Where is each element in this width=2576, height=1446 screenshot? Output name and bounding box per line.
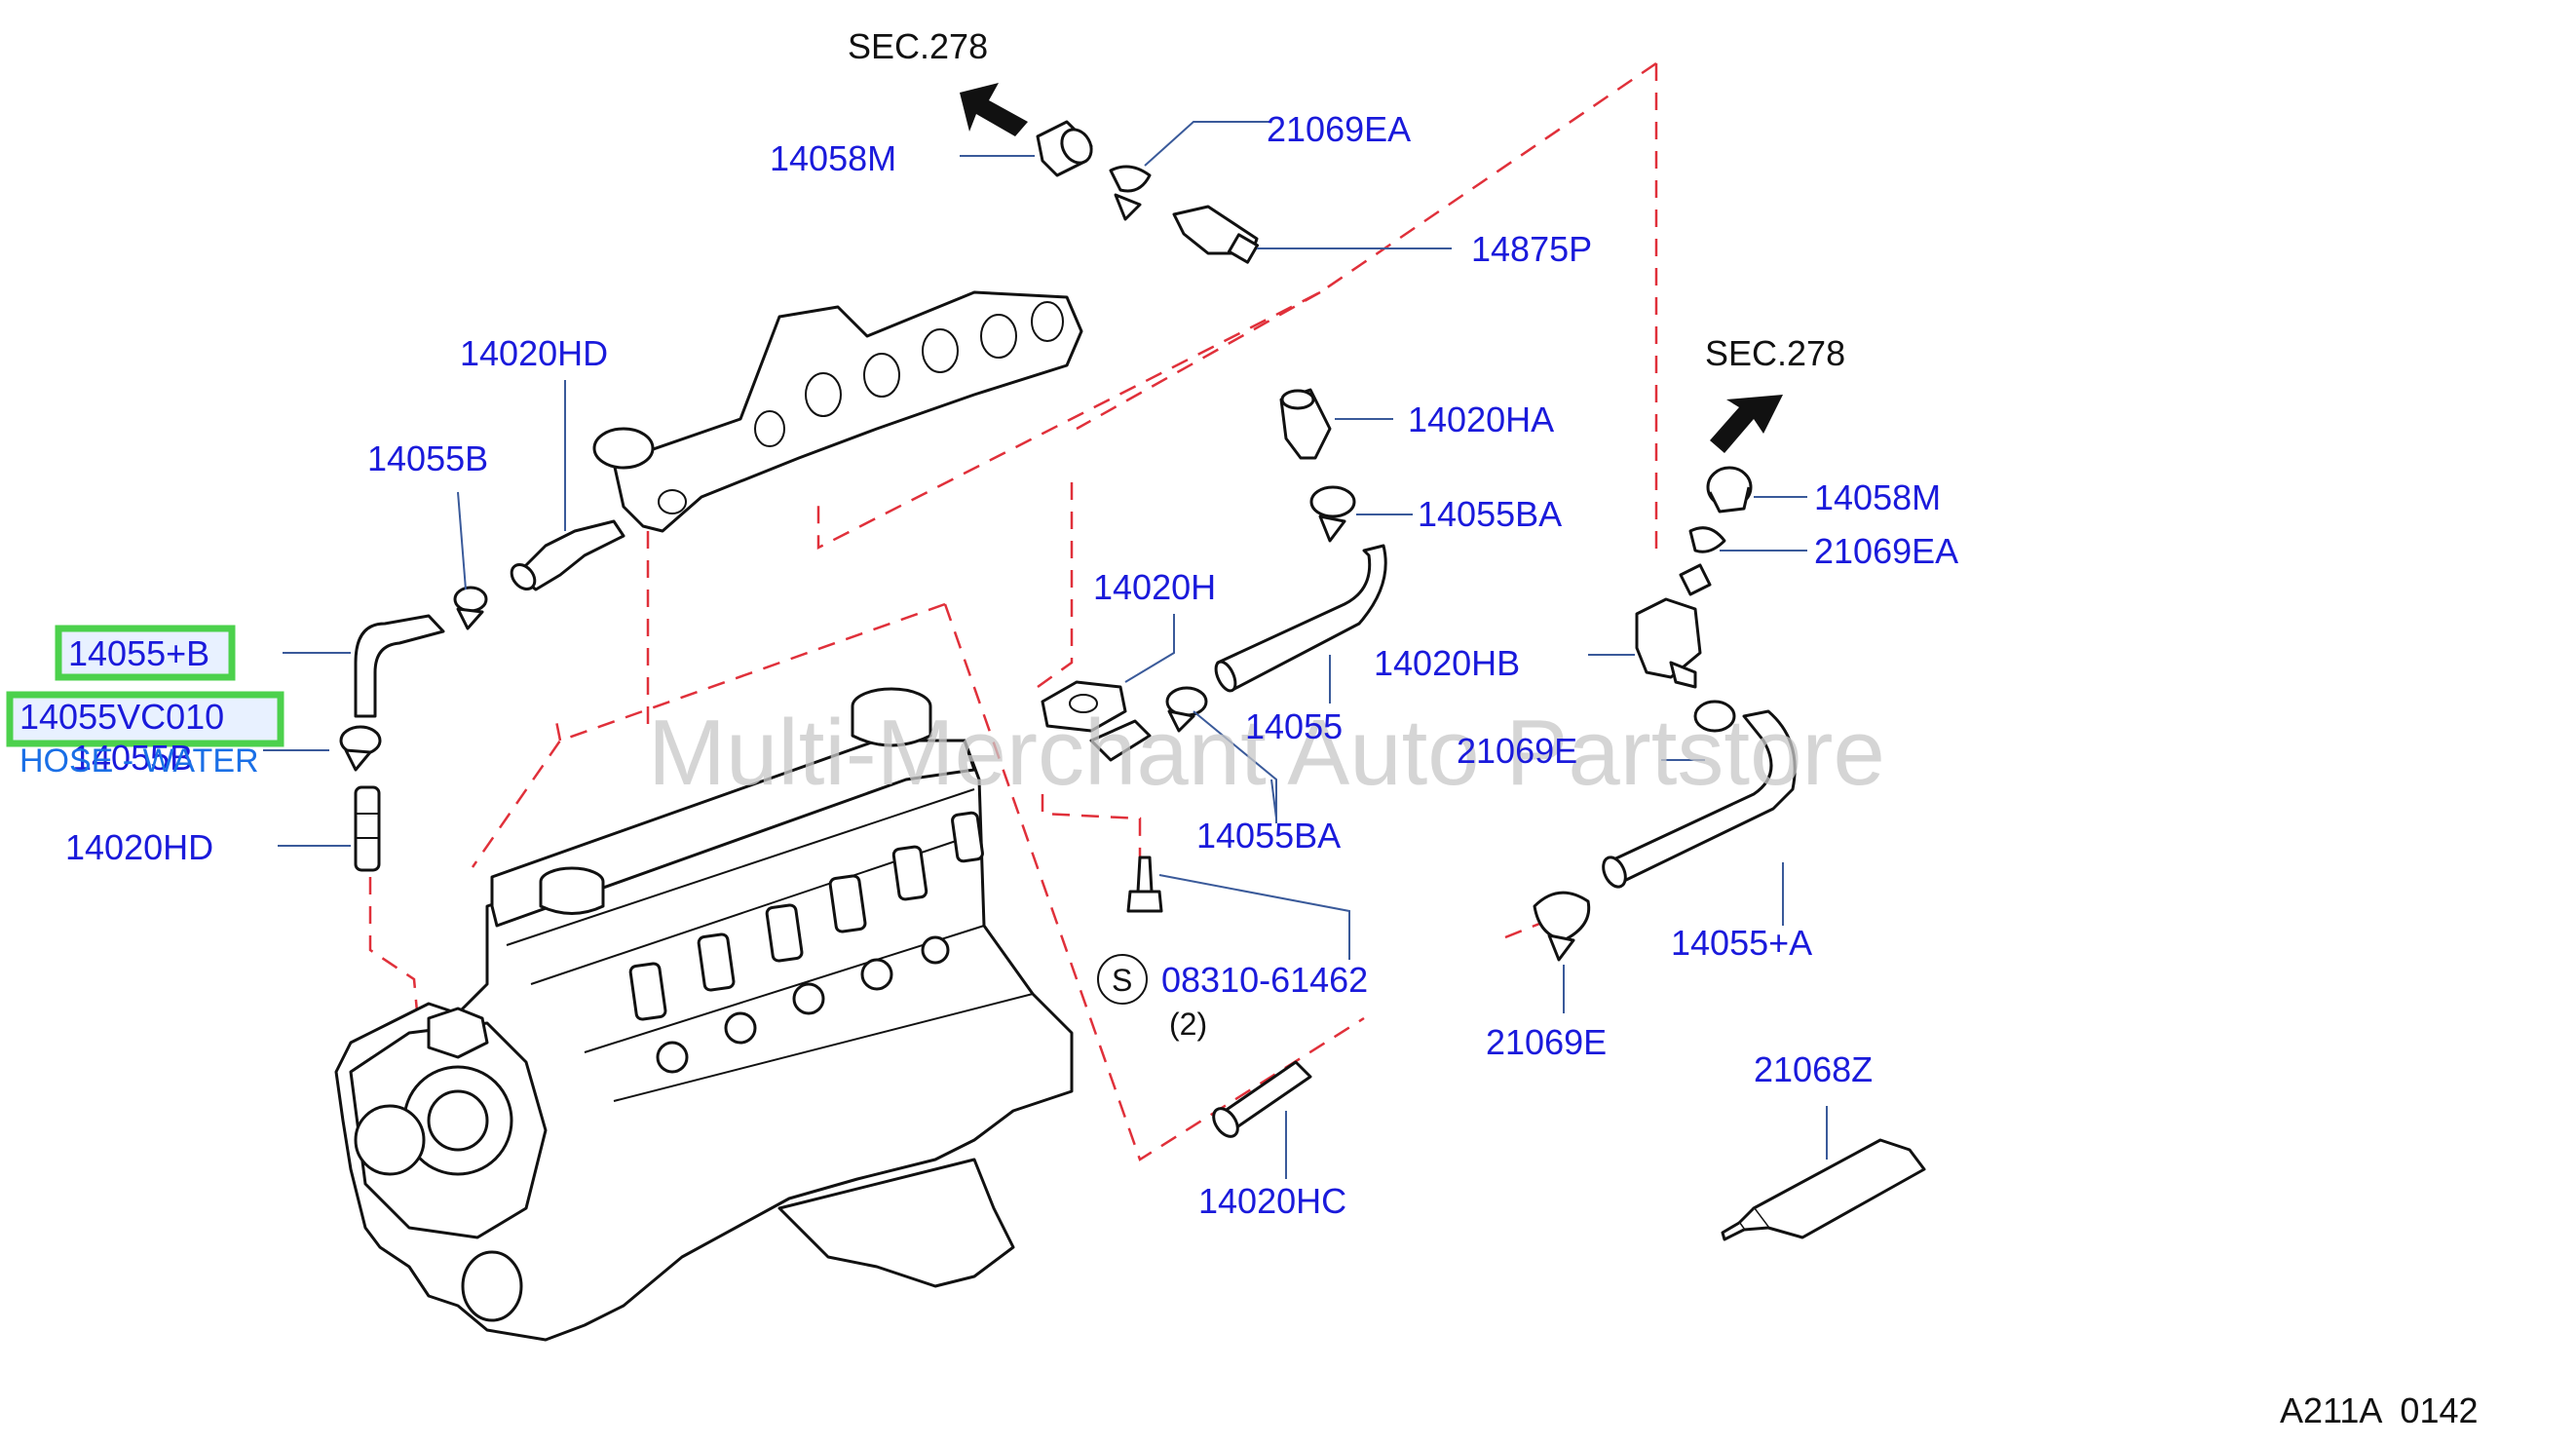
part-label-21069e-mid[interactable]: 21069E (1457, 731, 1577, 771)
section-ref-top[interactable]: SEC.278 (848, 26, 988, 66)
arrow-up-left-icon (960, 83, 1028, 136)
part-labels: 14058M 21069EA 14875P 14020HD 14055B 140… (19, 109, 1958, 1221)
part-label-14055[interactable]: 14055 (1245, 706, 1343, 746)
part-label-14020hc[interactable]: 14020HC (1198, 1181, 1346, 1221)
engine-block-illustration (334, 687, 1074, 1342)
part-label-14020hb[interactable]: 14020HB (1374, 643, 1520, 683)
parts-top-group (960, 83, 1260, 264)
part-label-14055ba-bottom[interactable]: 14055BA (1196, 816, 1341, 856)
part-label-08310-61462[interactable]: 08310-61462 (1161, 960, 1368, 1000)
part-label-14020hd-top[interactable]: 14020HD (460, 333, 608, 373)
diagram-code: A211A 0142 (2280, 1390, 2479, 1430)
part-label-21068z[interactable]: 21068Z (1754, 1049, 1873, 1089)
part-label-14055-plus-b[interactable]: 14055+B (68, 633, 209, 673)
highlight-box-14055vc010 (6, 691, 284, 747)
part-label-21069e-bottom[interactable]: 21069E (1486, 1022, 1607, 1062)
highlight-box-14055-plus-b (55, 625, 236, 681)
s-mark-letter: S (1112, 963, 1132, 998)
parts-right-group (1533, 395, 1926, 1241)
part-label-21069ea-right[interactable]: 21069EA (1814, 531, 1958, 571)
s-mark-circle (1097, 954, 1148, 1005)
watermark-text: Multi-Merchant Auto Partstore (648, 701, 1885, 805)
part-qty: (2) (1169, 1007, 1207, 1042)
part-label-14055ba-top[interactable]: 14055BA (1418, 494, 1562, 534)
section-ref-right[interactable]: SEC.278 (1705, 333, 1845, 373)
part-label-14055b-mid[interactable]: 14055B (72, 738, 193, 778)
part-label-14055vc010[interactable]: 14055VC010 (19, 697, 224, 737)
leader-lines (263, 121, 1828, 1179)
part-label-14055-plus-a[interactable]: 14055+A (1671, 923, 1812, 963)
part-name-hose-water: HOSE - WATER (19, 742, 259, 780)
part-label-21069ea-top[interactable]: 21069EA (1267, 109, 1411, 149)
part-label-14058m-top[interactable]: 14058M (770, 138, 896, 178)
parts-middle-group (1041, 388, 1387, 1138)
parts-left-group (339, 519, 625, 872)
part-label-14055b-top[interactable]: 14055B (367, 438, 488, 478)
part-label-14020h[interactable]: 14020H (1093, 567, 1216, 607)
part-label-14875p[interactable]: 14875P (1471, 229, 1592, 269)
exhaust-manifold-illustration (592, 290, 1083, 533)
part-label-14020ha[interactable]: 14020HA (1408, 400, 1554, 439)
part-label-14058m-right[interactable]: 14058M (1814, 477, 1941, 517)
part-label-14020hd-bottom[interactable]: 14020HD (65, 827, 213, 867)
arrow-up-right-icon (1710, 395, 1783, 453)
